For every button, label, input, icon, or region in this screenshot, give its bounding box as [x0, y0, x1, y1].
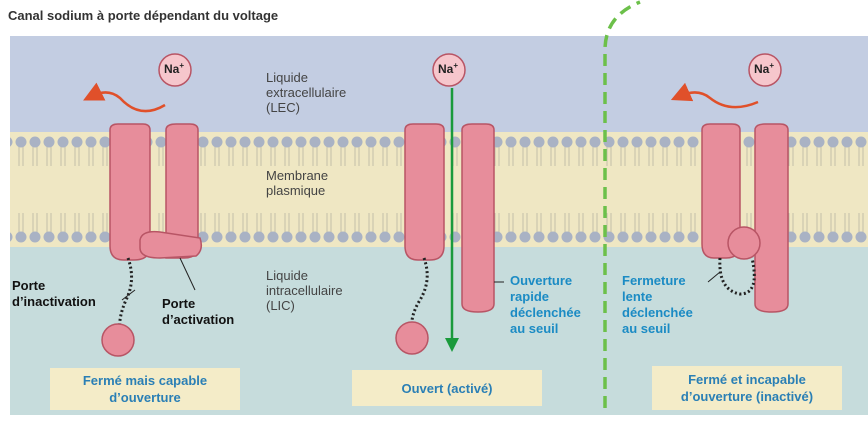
- diagram-title: Canal sodium à porte dépendant du voltag…: [8, 8, 279, 23]
- channel-closed: [83, 53, 203, 357]
- extracellular-band: [10, 36, 868, 136]
- na-ion-label-2: Na+: [438, 61, 459, 76]
- na-ion-label-3: Na+: [754, 61, 775, 76]
- divider-line: [603, 0, 641, 408]
- na-ion-label-1: Na+: [164, 61, 185, 76]
- caption-open: Ouvert (activé): [352, 370, 542, 406]
- channel-inactive: [670, 53, 789, 313]
- channel-open: [395, 53, 504, 355]
